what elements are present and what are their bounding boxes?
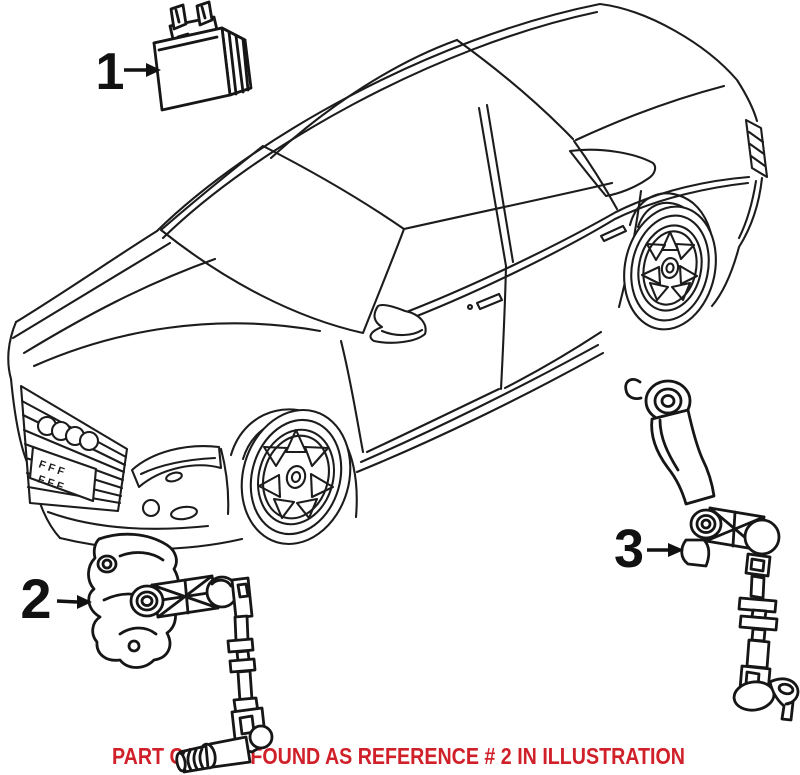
far-side-window-top-line bbox=[402, 181, 614, 231]
audi-rings-badge bbox=[36, 415, 100, 452]
callout-2: 2 bbox=[20, 567, 92, 630]
callout-2-arrow-line bbox=[56, 599, 78, 604]
rear-bumper-crease bbox=[737, 179, 758, 240]
front-door-rear-cut bbox=[499, 264, 508, 391]
front-wheel bbox=[240, 408, 352, 546]
callout-2-label: 2 bbox=[20, 567, 51, 630]
front-door-leading-edge bbox=[339, 339, 365, 454]
roof-outline bbox=[155, 2, 759, 233]
rear-screen-bottom bbox=[574, 84, 726, 142]
callout-1: 1 bbox=[96, 43, 161, 101]
beltline bbox=[394, 175, 751, 318]
module-front-face bbox=[152, 26, 232, 112]
sensor3-bracket-hook bbox=[624, 378, 643, 400]
rear-wheel bbox=[623, 205, 717, 331]
callout-3: 3 bbox=[614, 519, 684, 579]
callouts: 1 2 3 bbox=[20, 43, 684, 630]
rear-door-glass-aft-edge bbox=[572, 139, 619, 211]
quarter-window bbox=[568, 148, 657, 198]
callout-3-arrow-icon bbox=[668, 543, 684, 557]
part-1-control-module bbox=[152, 0, 253, 112]
hood-crease-3 bbox=[32, 322, 322, 368]
hood-crease-2 bbox=[22, 257, 217, 355]
roof-rail-window-top bbox=[269, 38, 459, 160]
b-pillar bbox=[477, 103, 515, 268]
front-wheel-spoke-slots bbox=[257, 428, 335, 520]
callout-3-label: 3 bbox=[614, 519, 644, 579]
part-3-level-sensor-rear bbox=[624, 378, 800, 722]
front-door-handle bbox=[475, 292, 504, 311]
rear-door-handle bbox=[599, 224, 628, 243]
fender-top-line bbox=[14, 229, 159, 324]
headlight bbox=[130, 445, 223, 489]
vehicle-line-art: F F F F F F bbox=[7, 2, 769, 551]
sensor3-mount-wedge bbox=[680, 538, 711, 568]
sensor2-collar-2 bbox=[228, 657, 257, 674]
sensor3-bracket-arm bbox=[650, 408, 716, 506]
sensor3-boss bbox=[743, 518, 781, 556]
rear-wheel-spoke-slots bbox=[640, 230, 699, 302]
roof-inner-line bbox=[161, 10, 599, 240]
c-pillar-seam bbox=[455, 38, 575, 141]
callout-1-arrow-icon bbox=[146, 63, 161, 77]
rear-bumper-edge bbox=[710, 176, 764, 308]
sensor3-foot-tab bbox=[768, 677, 800, 722]
hood-crease-1 bbox=[11, 241, 172, 340]
door-lock bbox=[466, 303, 474, 311]
sensor3-collar-1 bbox=[737, 596, 778, 614]
callout-2-arrow-icon bbox=[77, 595, 92, 609]
fog-light bbox=[141, 498, 198, 521]
front-corner-bumper-edge bbox=[7, 320, 62, 540]
sensor2-bracket-hole bbox=[96, 554, 118, 574]
sensor3-link-block-top bbox=[744, 552, 772, 578]
taillight bbox=[744, 118, 769, 179]
windshield bbox=[159, 144, 406, 335]
fender-bumper-seam bbox=[219, 447, 230, 516]
callout-1-label: 1 bbox=[96, 43, 125, 101]
bumper-mid-line bbox=[46, 510, 210, 530]
sensor3-cylinder bbox=[745, 638, 771, 670]
rocker-panel-lines bbox=[355, 343, 605, 474]
sensor2-pivot-rings bbox=[129, 584, 165, 618]
part-2-level-sensor-front bbox=[87, 532, 274, 774]
beltline-lower bbox=[397, 181, 750, 325]
sensor2-collar-1 bbox=[226, 637, 255, 654]
door-bottom-edges bbox=[365, 330, 603, 454]
sensor3-pivot-rings bbox=[689, 508, 723, 540]
sensor3-collar-2 bbox=[738, 614, 779, 632]
side-mirror bbox=[369, 303, 427, 344]
